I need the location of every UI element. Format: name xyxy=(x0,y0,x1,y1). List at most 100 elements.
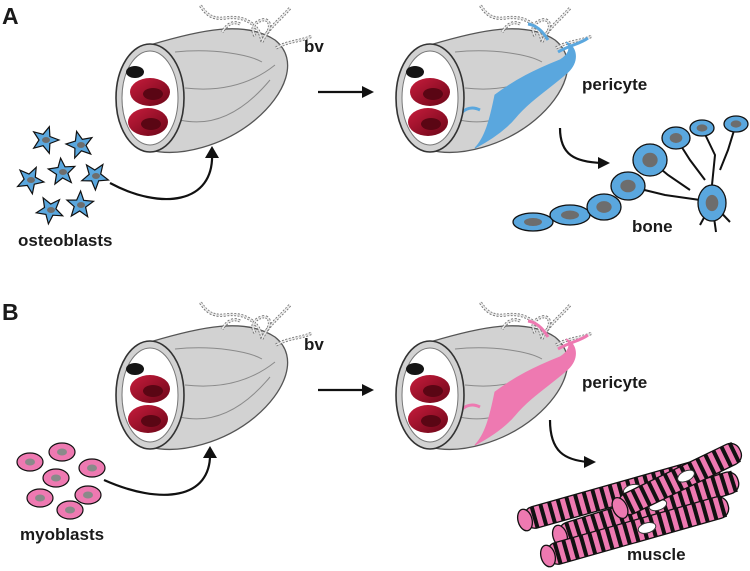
nucleus xyxy=(83,491,93,499)
nucleus xyxy=(25,458,35,466)
striation xyxy=(719,445,733,468)
nucleus xyxy=(65,506,75,514)
striation xyxy=(564,496,575,519)
striation xyxy=(561,539,572,562)
striation xyxy=(613,524,624,548)
fiber-end xyxy=(516,508,534,532)
nucleus xyxy=(47,207,55,213)
blood-vessel-icon xyxy=(115,4,313,153)
striation xyxy=(718,473,730,496)
nucleus xyxy=(35,494,45,502)
bone-cell-icon xyxy=(512,115,749,233)
arrow-head xyxy=(203,446,217,458)
striation xyxy=(538,503,549,526)
nucleus xyxy=(87,464,97,472)
striation xyxy=(630,488,644,511)
striation xyxy=(581,491,592,514)
striation xyxy=(684,484,695,507)
endothelial-nucleus xyxy=(406,363,424,375)
striation xyxy=(578,534,589,558)
striation xyxy=(727,441,741,464)
striation xyxy=(654,477,669,499)
endothelial-nucleus xyxy=(126,363,144,375)
nucleus xyxy=(696,124,708,132)
striation xyxy=(638,485,652,507)
fiber-end xyxy=(611,496,629,520)
striation xyxy=(717,495,728,518)
osteoblast-icon xyxy=(16,125,110,226)
product-label: bone xyxy=(632,217,673,236)
nucleus xyxy=(77,202,85,208)
nucleus xyxy=(730,120,742,128)
striation xyxy=(703,453,717,476)
striation xyxy=(682,505,693,528)
striation xyxy=(695,457,709,480)
panel-letter: B xyxy=(2,299,19,325)
striation xyxy=(595,529,606,553)
striation xyxy=(630,520,641,543)
striation xyxy=(656,512,667,535)
nucleus xyxy=(57,448,67,456)
pericyte-label: pericyte xyxy=(582,373,647,392)
nucleus xyxy=(51,474,61,482)
nucleus xyxy=(77,142,85,148)
striation xyxy=(552,542,563,565)
pericyte-label: pericyte xyxy=(582,75,647,94)
panel-letter: A xyxy=(2,3,19,29)
cell-process xyxy=(701,127,717,186)
precursor-label: myoblasts xyxy=(20,525,104,544)
panel-a: A bv pericyte osteoblasts bone xyxy=(2,3,749,250)
cell-process xyxy=(719,123,737,171)
nucleus xyxy=(669,133,683,143)
curved-arrow-to-vessel xyxy=(109,151,214,201)
striation xyxy=(573,493,583,517)
striation xyxy=(590,489,601,512)
nucleus xyxy=(705,194,719,212)
striation xyxy=(604,527,615,550)
blood-vessel-with-pericyte xyxy=(395,4,593,153)
striation xyxy=(587,532,598,555)
curved-arrow-to-vessel xyxy=(103,451,212,496)
precursor-label: osteoblasts xyxy=(18,231,112,250)
striation xyxy=(662,473,677,495)
nucleus xyxy=(637,522,657,534)
curved-arrow-to-product xyxy=(558,127,603,165)
pericyte-icon xyxy=(474,41,576,149)
arrow-head xyxy=(362,86,374,98)
striation xyxy=(529,506,540,529)
nucleus xyxy=(620,179,636,193)
striation xyxy=(599,486,609,509)
nucleus xyxy=(677,469,695,483)
curved-arrow-to-product xyxy=(548,419,589,464)
endothelial-nucleus xyxy=(406,66,424,78)
striation xyxy=(727,470,738,493)
arrow-head xyxy=(362,384,374,396)
nucleus xyxy=(524,217,542,227)
muscle-fiber xyxy=(611,441,743,520)
striation xyxy=(699,500,710,523)
nucleus xyxy=(42,137,50,143)
myoblast-icon xyxy=(16,442,106,520)
striation xyxy=(710,475,721,499)
vessel-wall xyxy=(149,325,289,450)
striation xyxy=(708,497,719,521)
muscle-fiber-icon xyxy=(516,441,743,568)
striation xyxy=(711,449,725,472)
arrow-head xyxy=(205,146,219,158)
striation xyxy=(646,481,660,503)
nucleus xyxy=(561,210,579,220)
striation xyxy=(547,501,557,524)
arrow-head xyxy=(598,157,610,169)
vessel-label: bv xyxy=(304,335,324,354)
blood-vessel-icon xyxy=(115,301,313,450)
blood-vessel-with-pericyte xyxy=(395,301,593,450)
vessel-wall xyxy=(149,28,289,153)
vessel-label: bv xyxy=(304,37,324,56)
striation xyxy=(673,507,684,531)
striation xyxy=(555,498,566,522)
striation xyxy=(622,492,636,515)
vessel-wall xyxy=(429,28,569,153)
striation xyxy=(665,510,676,533)
vessel-wall xyxy=(429,325,569,450)
nucleus xyxy=(596,201,612,213)
